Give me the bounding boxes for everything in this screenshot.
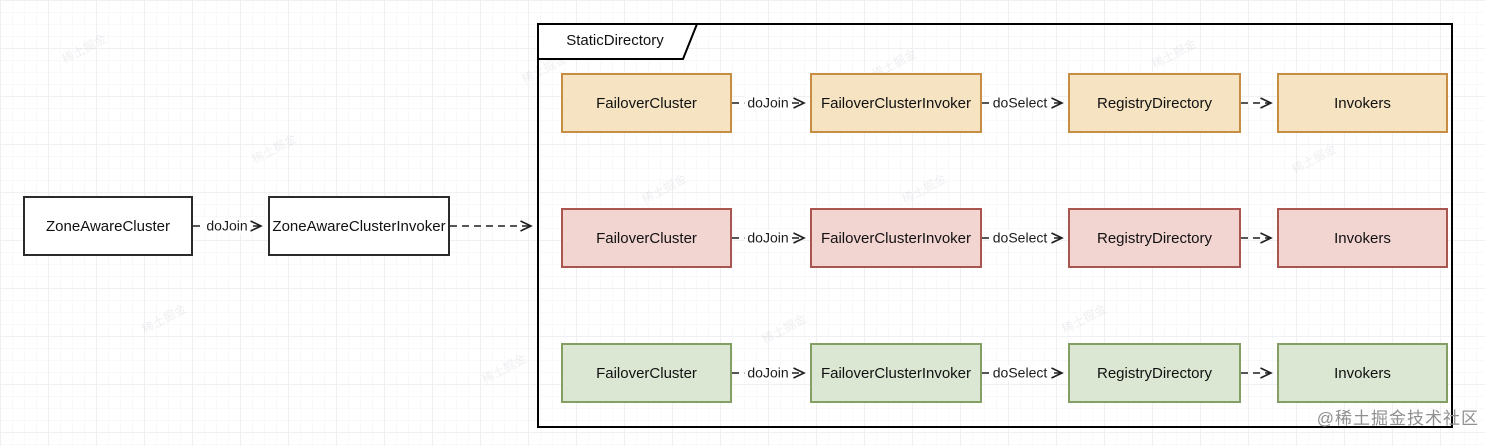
- footer-watermark: @稀土掘金技术社区: [1316, 409, 1479, 428]
- frame-tab-shape: [537, 23, 699, 60]
- edge-label-dojoin-r3: doJoin: [744, 364, 792, 381]
- node-failoverclusterinvoker-r3: FailoverClusterInvoker: [810, 343, 982, 403]
- node-failovercluster-r3: FailoverCluster: [561, 343, 732, 403]
- edge-label-dojoin-r2: doJoin: [744, 229, 792, 246]
- edge-label-dojoin-r1: doJoin: [744, 94, 792, 111]
- node-failovercluster-r1: FailoverCluster: [561, 73, 732, 133]
- node-invokers-r3: Invokers: [1277, 343, 1448, 403]
- node-invokers-r1: Invokers: [1277, 73, 1448, 133]
- node-registrydirectory-r3: RegistryDirectory: [1068, 343, 1241, 403]
- edge-label-doselect-r2: doSelect: [989, 229, 1051, 246]
- node-zoneawareclusterinvoker: ZoneAwareClusterInvoker: [268, 196, 450, 256]
- node-registrydirectory-r1: RegistryDirectory: [1068, 73, 1241, 133]
- edge-label-left-dojoin: doJoin: [203, 217, 251, 234]
- node-registrydirectory-r2: RegistryDirectory: [1068, 208, 1241, 268]
- node-failoverclusterinvoker-r1: FailoverClusterInvoker: [810, 73, 982, 133]
- frame-tab-label: StaticDirectory: [566, 32, 664, 49]
- frame-staticdirectory: [537, 23, 1453, 428]
- node-zoneawarecluster: ZoneAwareCluster: [23, 196, 193, 256]
- edge-label-doselect-r1: doSelect: [989, 94, 1051, 111]
- edge-label-doselect-r3: doSelect: [989, 364, 1051, 381]
- node-failovercluster-r2: FailoverCluster: [561, 208, 732, 268]
- node-invokers-r2: Invokers: [1277, 208, 1448, 268]
- node-failoverclusterinvoker-r2: FailoverClusterInvoker: [810, 208, 982, 268]
